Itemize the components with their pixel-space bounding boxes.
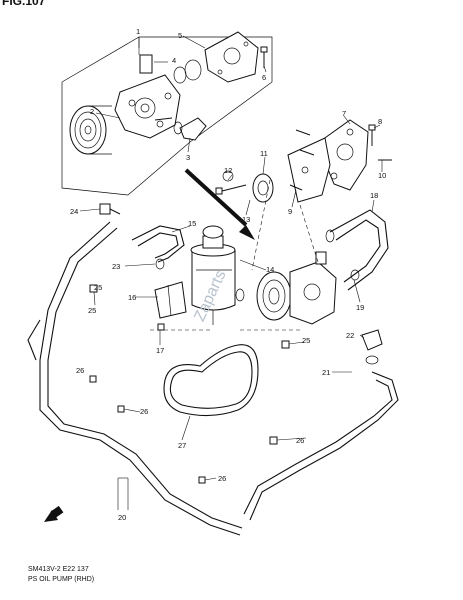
pump-bracket [321, 119, 369, 191]
idler-bracket-plate [287, 137, 331, 203]
callout-11: 11 [260, 149, 268, 158]
callout-19: 19 [356, 303, 364, 312]
front-arrow-icon [44, 505, 64, 522]
callout-13: 13 [242, 215, 250, 224]
callout-9: 9 [288, 207, 292, 216]
callout-23: 23 [112, 262, 120, 271]
diagram-code: SM413V-2 E22 137 [28, 566, 89, 573]
bracket-bolts [289, 124, 392, 191]
callout-26b: 26 [140, 407, 148, 416]
callout-7: 7 [342, 109, 346, 118]
diagram-name: PS OIL PUMP (RHD) [28, 576, 95, 583]
callout-20: 20 [118, 513, 126, 522]
callout-5: 5 [178, 31, 182, 40]
callout-26a: 26 [76, 366, 84, 375]
pump-outlet-fitting [173, 117, 207, 141]
leader-lines [79, 35, 383, 510]
callout-10: 10 [378, 171, 386, 180]
suction-hose [325, 209, 389, 291]
callout-4: 4 [172, 56, 176, 65]
reservoir-tank [190, 225, 245, 325]
callout-18: 18 [370, 191, 378, 200]
pump-pulley [69, 105, 112, 155]
callout-27: 27 [178, 441, 186, 450]
idler-pulley [252, 173, 274, 203]
callout-25a: 25 [88, 306, 96, 315]
callout-1: 1 [136, 27, 140, 36]
callout-8: 8 [378, 117, 382, 126]
return-pipe [243, 371, 399, 521]
exploded-view-arrow [184, 168, 255, 240]
bolt-24 [99, 203, 121, 215]
callout-22: 22 [346, 331, 354, 340]
callout-25b: 25 [302, 336, 310, 345]
callout-17: 17 [156, 346, 164, 355]
callout-3: 3 [186, 153, 190, 162]
pressure-hose [27, 221, 243, 536]
idler-bolt [215, 170, 247, 195]
callout-labels: 1 2 3 4 5 6 7 8 9 10 11 12 13 14 15 16 1… [70, 27, 386, 522]
figure-title: FIG.107 [2, 0, 46, 8]
callout-15: 15 [188, 219, 196, 228]
reservoir-bracket [154, 281, 187, 319]
installed-pump [256, 251, 337, 325]
union-fitting [361, 329, 383, 365]
callout-14: 14 [266, 265, 274, 274]
callout-21: 21 [322, 368, 330, 377]
callout-6: 6 [262, 73, 266, 82]
pump-cover [173, 31, 259, 84]
callout-12: 12 [224, 166, 232, 175]
callout-26d: 26 [218, 474, 226, 483]
drive-belt [163, 344, 259, 417]
pump-body [114, 54, 181, 139]
callout-26c: 26 [296, 436, 304, 445]
callout-16: 16 [128, 293, 136, 302]
callout-2: 2 [90, 107, 94, 116]
return-hose [131, 225, 185, 270]
callout-24: 24 [70, 207, 78, 216]
callout-25c: 25 [94, 283, 102, 292]
hose-clamps [89, 284, 290, 484]
bolts-upper [154, 46, 268, 121]
